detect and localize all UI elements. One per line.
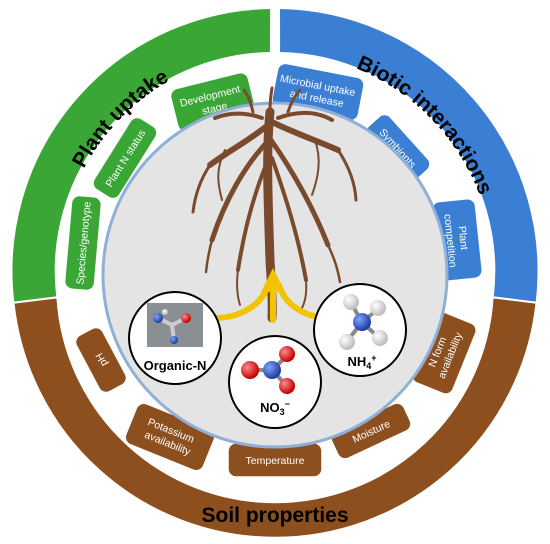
svg-text:Temperature: Temperature (246, 455, 305, 467)
plant-competition-text: Plant competition (441, 212, 471, 268)
plant-uptake-segment (10, 6, 273, 304)
factor-plant-competition: Plant competition (430, 197, 484, 283)
organic-n-label: Organic-N (144, 358, 207, 373)
factor-species-genotype: Species/genotype (63, 194, 103, 292)
nitrate-molecule: NO3− (228, 335, 322, 429)
plant-competition-line-1: Plant (456, 225, 470, 250)
factor-potassium-availability: Potassium availability (124, 402, 216, 472)
soil-properties-segment (12, 296, 538, 539)
soil-properties-title: Soil properties (201, 504, 348, 527)
factor-ph: pH (74, 326, 128, 394)
ammonium-molecule: NH4+ (313, 283, 407, 377)
ammonium-label: NH4+ (347, 353, 376, 371)
svg-text:pH: pH (93, 351, 110, 368)
organic-n-molecule: Organic-N (128, 291, 222, 385)
uptake-arrow-head (261, 268, 285, 292)
nitrate-label: NO3− (260, 399, 290, 417)
